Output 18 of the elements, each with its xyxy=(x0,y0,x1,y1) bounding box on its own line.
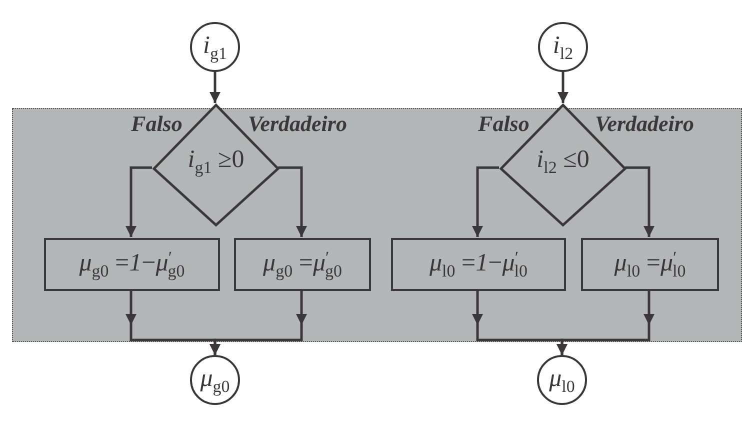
edge-label: Falso xyxy=(478,111,530,137)
terminal-circle xyxy=(190,22,240,72)
terminal-circle xyxy=(190,355,240,405)
formula-text: μ$_{g0}$ xyxy=(200,366,230,394)
edge-label: Verdadeiro xyxy=(594,111,694,137)
edge-label: Falso xyxy=(131,111,182,137)
formula-text: i$_{l2}$ ≤0 xyxy=(536,146,590,176)
formula-text: μ$_{l0}$ xyxy=(549,366,575,394)
process-box xyxy=(581,238,719,291)
terminal-circle xyxy=(537,355,587,405)
formula-text: i$_{l2}$ xyxy=(552,32,574,62)
formula-text: i$_{g1}$ ≥0 xyxy=(188,146,244,176)
edge-label: Verdadeiro xyxy=(248,111,347,137)
process-box xyxy=(391,238,566,291)
terminal-circle xyxy=(538,22,588,72)
process-box xyxy=(234,238,371,291)
formula-text: i$_{g1}$ xyxy=(203,32,227,62)
process-box xyxy=(44,238,220,291)
